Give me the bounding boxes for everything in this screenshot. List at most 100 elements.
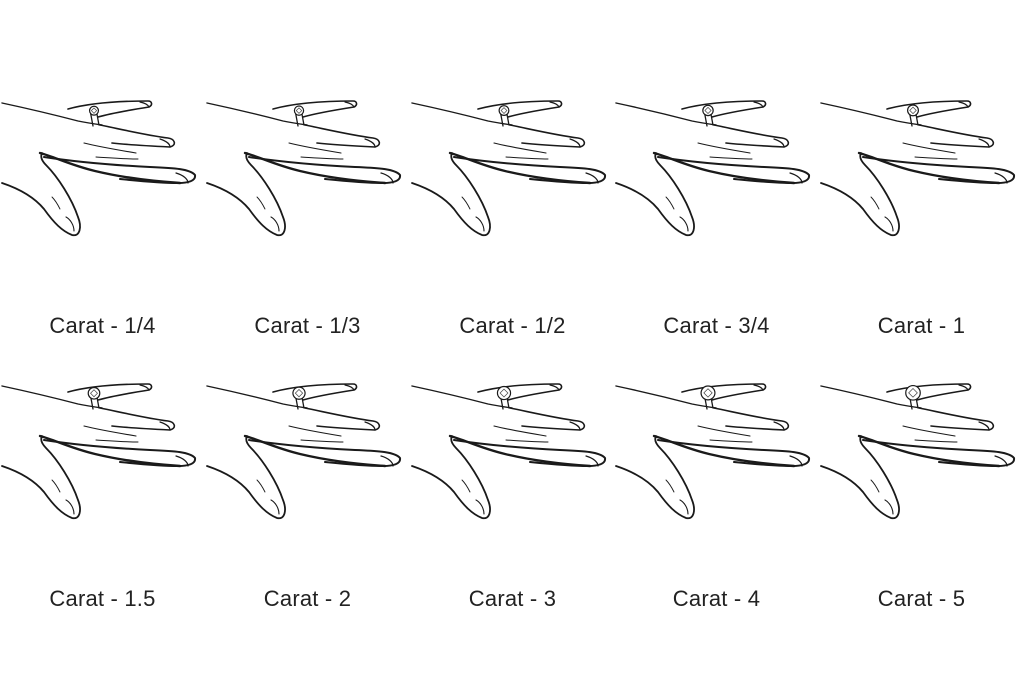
carat-label: Carat - 1 xyxy=(877,313,966,338)
hand-outline-stroke xyxy=(453,156,607,184)
hand-outline-stroke xyxy=(549,101,560,108)
diamond-stone xyxy=(87,386,101,400)
carat-label: Carat - 5 xyxy=(877,586,966,611)
hand-outline-stroke xyxy=(38,151,182,185)
hand-outline-stroke xyxy=(652,151,796,185)
hand-outline-stroke xyxy=(243,434,387,468)
carat-label: Carat - 3 xyxy=(468,586,557,611)
hand-outline-stroke xyxy=(615,435,695,520)
diamond-stone xyxy=(700,385,716,401)
diamond-stone xyxy=(88,105,100,116)
hand-outline-stroke xyxy=(477,383,563,401)
hand-outline-stroke xyxy=(585,455,599,467)
hand-outline-stroke xyxy=(411,435,491,520)
hand-outline-stroke xyxy=(902,425,956,437)
hand-outline-stroke xyxy=(461,196,471,210)
hand-outline-stroke xyxy=(159,138,171,148)
hand-outline-stroke xyxy=(95,439,139,443)
hand-outline-stroke xyxy=(681,383,767,401)
hand-outline-stroke xyxy=(679,216,689,232)
hand-outline-stroke xyxy=(411,102,513,126)
hand-outline-stroke xyxy=(958,384,969,391)
hand-outline-stroke xyxy=(585,172,599,184)
carat-label: Carat - 4 xyxy=(672,586,761,611)
hand-outline-stroke xyxy=(679,499,689,515)
hand-outline-stroke xyxy=(477,100,563,118)
hand-outline-stroke xyxy=(65,216,75,232)
diamond-stone xyxy=(293,105,305,116)
hand-outline-stroke xyxy=(304,407,381,431)
hand-outline-stroke xyxy=(248,439,402,467)
hand-outline-stroke xyxy=(1,152,81,237)
carat-cell: Carat - 1.5 xyxy=(0,378,205,628)
hand-outline-stroke xyxy=(139,384,150,391)
hand-outline-stroke xyxy=(820,385,922,409)
hand-with-ring-illustration xyxy=(411,383,607,520)
hand-outline-stroke xyxy=(857,151,1001,185)
hand-outline-stroke xyxy=(67,383,153,401)
hand-outline-stroke xyxy=(448,434,592,468)
hand-outline-stroke xyxy=(862,439,1016,467)
hand-outline-stroke xyxy=(248,156,402,184)
hand-outline-stroke xyxy=(65,499,75,515)
carat-label: Carat - 1/3 xyxy=(254,313,361,338)
hand-outline-stroke xyxy=(380,172,394,184)
hand-outline-stroke xyxy=(652,434,796,468)
hand-outline-stroke xyxy=(615,385,717,409)
hand-outline-stroke xyxy=(857,434,1001,468)
hand-with-ring-illustration xyxy=(1,100,197,237)
diamond-facet xyxy=(499,388,509,398)
carat-cell: Carat - 1 xyxy=(819,95,1024,345)
hand-outline-stroke xyxy=(270,216,280,232)
hand-outline-stroke xyxy=(43,439,197,467)
carat-label: Carat - 3/4 xyxy=(663,313,770,338)
hand-outline-stroke xyxy=(344,384,355,391)
hand-with-ring-illustration xyxy=(206,383,402,520)
hand-outline-stroke xyxy=(657,439,811,467)
hand-outline-stroke xyxy=(95,156,139,160)
carat-cell: Carat - 1/4 xyxy=(0,95,205,345)
diamond-facet xyxy=(90,389,98,398)
hand-outline-stroke xyxy=(697,142,751,154)
hand-outline-stroke xyxy=(364,138,376,148)
hand-outline-stroke xyxy=(978,138,990,148)
hand-outline-stroke xyxy=(300,156,344,160)
hand-with-ring-illustration xyxy=(615,100,811,237)
carat-cell: Carat - 4 xyxy=(614,378,819,628)
carat-label: Carat - 1/4 xyxy=(49,313,156,338)
hand-outline-stroke xyxy=(569,138,581,148)
hand-outline-stroke xyxy=(509,124,586,148)
hand-outline-stroke xyxy=(206,102,308,126)
carat-cell: Carat - 5 xyxy=(819,378,1024,628)
hand-outline-stroke xyxy=(709,439,753,443)
hand-outline-stroke xyxy=(505,156,549,160)
hand-outline-stroke xyxy=(159,421,171,431)
hand-outline-stroke xyxy=(789,172,803,184)
hand-outline-stroke xyxy=(206,385,308,409)
hand-outline-stroke xyxy=(820,152,900,237)
hand-outline-stroke xyxy=(884,499,894,515)
hand-outline-stroke xyxy=(344,101,355,108)
hand-outline-stroke xyxy=(288,142,342,154)
carat-label: Carat - 1/2 xyxy=(459,313,566,338)
hand-outline-stroke xyxy=(713,407,790,431)
hand-outline-stroke xyxy=(509,407,586,431)
hand-outline-stroke xyxy=(493,425,547,437)
hand-outline-stroke xyxy=(1,435,81,520)
hand-outline-stroke xyxy=(67,100,153,118)
hand-outline-stroke xyxy=(789,455,803,467)
hand-with-ring-illustration xyxy=(820,383,1016,520)
hand-outline-stroke xyxy=(304,124,381,148)
hand-outline-stroke xyxy=(697,425,751,437)
hand-outline-stroke xyxy=(411,385,513,409)
hand-outline-stroke xyxy=(958,101,969,108)
hand-outline-stroke xyxy=(753,384,764,391)
hand-outline-stroke xyxy=(709,156,753,160)
hand-outline-stroke xyxy=(51,196,61,210)
diamond-facet xyxy=(294,389,304,398)
hand-with-ring-illustration xyxy=(820,100,1016,237)
hand-outline-stroke xyxy=(549,384,560,391)
hand-outline-stroke xyxy=(256,479,266,493)
hand-outline-stroke xyxy=(206,435,286,520)
